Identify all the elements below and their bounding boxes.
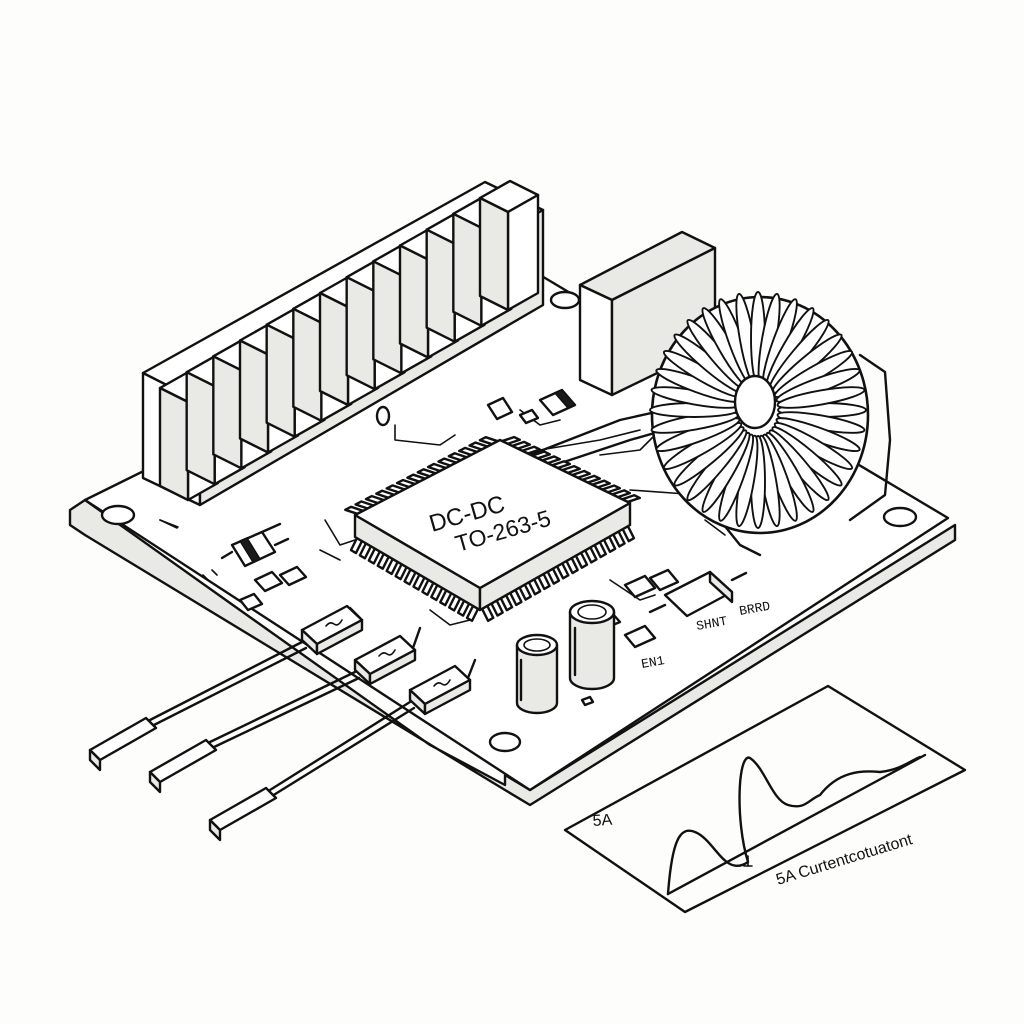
- capacitor-right: [568, 599, 616, 691]
- toroid-windings: [649, 291, 867, 529]
- mounting-hole-front: [488, 731, 522, 753]
- mounting-hole-left: [100, 504, 136, 526]
- mounting-hole-back: [549, 290, 581, 310]
- probe-lead: [88, 604, 364, 772]
- ic-top: [353, 438, 632, 590]
- electrolytic-capacitors: [515, 599, 616, 715]
- label-enable: EN1: [640, 653, 666, 672]
- via-hole: [375, 405, 391, 427]
- probe-leads: [88, 604, 477, 842]
- probe-lead: [148, 626, 422, 794]
- probe-lead: [208, 658, 477, 842]
- toroid-core-hole: [733, 374, 777, 430]
- current-waveform: [666, 755, 922, 896]
- graph-baseline: [666, 753, 927, 896]
- graph-right-label: 5A Curtentcotuatont: [774, 831, 915, 889]
- toroidal-inductor: [528, 291, 892, 557]
- heatsink: [141, 179, 545, 529]
- dc-dc-ic: DC-DC TO-263-5: [344, 435, 641, 623]
- label-shunt: SHNT: [695, 614, 729, 634]
- smd-components: [220, 388, 748, 707]
- graph-left-label: 5A: [592, 812, 613, 830]
- label-bypass: BRRD: [738, 599, 772, 619]
- capacitor-left: [515, 633, 559, 715]
- board-edge: [68, 498, 957, 807]
- box-capacitor: [578, 230, 717, 397]
- heatsink-fin: [478, 179, 540, 312]
- mounting-hole-right: [882, 506, 918, 528]
